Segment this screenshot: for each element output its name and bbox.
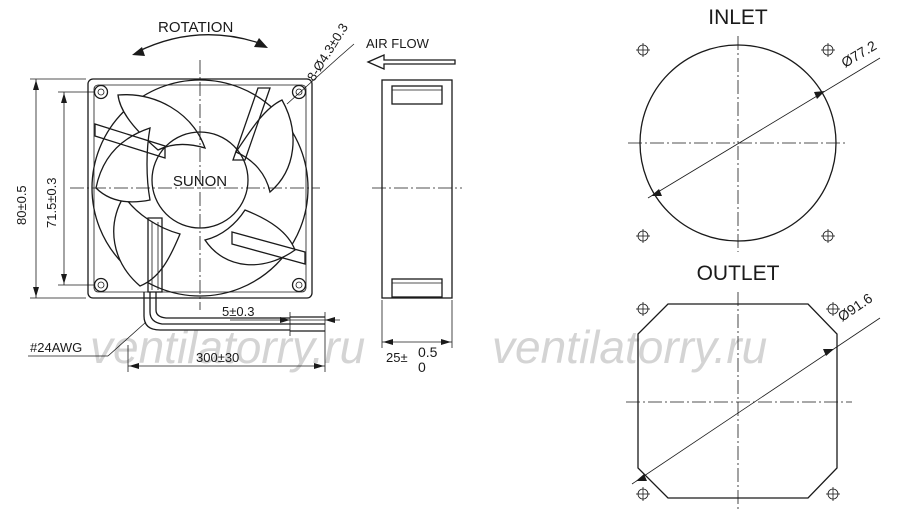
air-flow-label: AIR FLOW: [366, 36, 430, 51]
fan-front-view: ROTATION: [14, 19, 355, 372]
watermark-right: ventilatorry.ru: [492, 321, 767, 373]
frame-struts: [94, 87, 306, 293]
outlet-hole-markers: [636, 302, 840, 501]
hole-pitch-dimension-label: 71.5±0.3: [44, 177, 59, 228]
air-flow-arrow: [366, 54, 456, 70]
fan-side-view: AIR FLOW 25± 0.5 0: [366, 36, 462, 375]
rotation-arrow: [136, 34, 263, 53]
fan-blades: [95, 94, 296, 287]
height-dimension-label: 80±0.5: [14, 185, 29, 225]
lead-wires: [143, 292, 326, 372]
watermark-left: ventilatorry.ru: [90, 321, 365, 373]
outlet-shape: [637, 303, 838, 499]
mounting-holes: [93, 84, 307, 293]
inlet-title: INLET: [708, 6, 768, 29]
depth-tolerance-upper: 0.5: [418, 344, 438, 360]
lead-length-label: 300±30: [196, 350, 239, 365]
inlet-hole-markers: [636, 43, 835, 243]
inlet-diameter-label: Ø77.2: [838, 37, 879, 70]
outlet-title: OUTLET: [697, 262, 780, 285]
inlet-view: INLET Ø77.2: [628, 6, 881, 252]
depth-base-label: 25±: [386, 350, 408, 365]
depth-tolerance-lower: 0: [418, 359, 426, 375]
wire-gauge-label: #24AWG: [30, 340, 82, 355]
outlet-diameter-label: Ø91.6: [835, 290, 876, 325]
outlet-view: OUTLET Ø91.6: [626, 262, 881, 512]
strip-length-label: 5±0.3: [222, 304, 254, 319]
hole-spec-label: 8-Ø4.3±0.3: [304, 21, 351, 84]
rotation-label: ROTATION: [158, 19, 233, 36]
fan-side-body: [381, 79, 453, 299]
